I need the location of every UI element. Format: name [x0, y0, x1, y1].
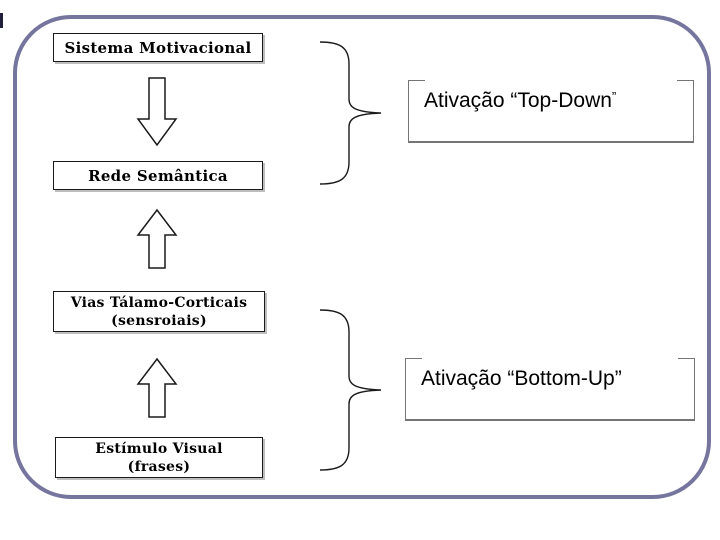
- annotation-top-down: Ativação “Top-Down”: [408, 80, 694, 143]
- frame-artifact: [0, 13, 3, 28]
- down-arrow-icon: [136, 77, 178, 147]
- flow-box-rede-semantica: Rede Semântica: [53, 161, 263, 190]
- annotation-closing-quote: ”: [611, 89, 617, 105]
- flow-box-label: Estímulo Visual: [95, 440, 223, 457]
- flow-box-label: Rede Semântica: [88, 166, 228, 185]
- right-brace-icon: [319, 41, 382, 185]
- flow-box-sistema-motivacional: Sistema Motivacional: [53, 33, 263, 62]
- flow-box-vias-talamo-corticais: Vias Tálamo-Corticais (sensroiais): [53, 291, 265, 332]
- flow-box-estimulo-visual: Estímulo Visual (frases): [55, 437, 263, 478]
- annotation-text: Ativação “Top-Down: [424, 89, 612, 112]
- up-arrow-icon: [136, 357, 178, 418]
- slide-frame-border: [13, 15, 711, 499]
- annotation-text: Ativação “Bottom-Up”: [421, 367, 622, 390]
- flow-box-label: Vias Tálamo-Corticais: [70, 294, 248, 311]
- annotation-bottom-up: Ativação “Bottom-Up”: [405, 358, 695, 421]
- flow-box-label: Sistema Motivacional: [64, 38, 252, 57]
- flow-box-sublabel: (sensroiais): [111, 312, 207, 329]
- flow-box-sublabel: (frases): [127, 458, 191, 475]
- up-arrow-icon: [136, 208, 178, 269]
- right-brace-icon: [319, 309, 382, 471]
